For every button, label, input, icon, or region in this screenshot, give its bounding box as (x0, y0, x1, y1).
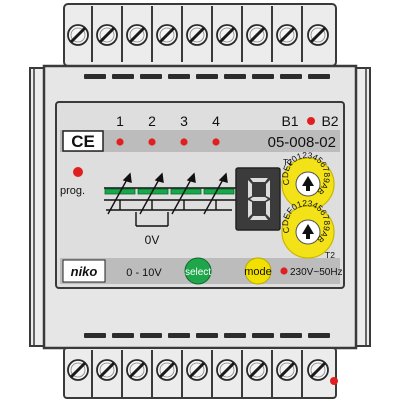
channel-label-4: 4 (212, 113, 220, 129)
niko-logo-box (62, 259, 106, 283)
seven-segment-digit (248, 178, 270, 220)
t2-label: T2 (325, 250, 335, 260)
power-led (280, 267, 288, 275)
channel-led-1 (116, 138, 124, 146)
prog-label: prog. (60, 185, 85, 197)
model-number: 05-008-02 (268, 134, 336, 151)
model-label-strip (60, 130, 340, 152)
bottom-vent-slots (84, 333, 330, 338)
ce-mark: CE (71, 132, 95, 151)
voltage-range-label: 0 - 10V (126, 267, 162, 279)
bottom-screw-6[interactable] (216, 359, 238, 381)
prog-led (73, 167, 83, 177)
top-screw-6[interactable] (216, 24, 238, 46)
potentiometer-arrows (107, 172, 228, 215)
top-screw-9[interactable] (307, 24, 329, 46)
bottom-screw-7[interactable] (246, 359, 268, 381)
zero-volt-label: 0V (145, 233, 160, 247)
mode-button-label: mode (244, 266, 272, 278)
front-panel: CE 05-008-02 1 2 3 4 B1 B2 prog. (55, 101, 345, 289)
select-button[interactable] (184, 257, 212, 285)
potentiometer-group (104, 187, 236, 227)
select-button-label: select (185, 267, 211, 278)
top-screw-1[interactable] (67, 24, 89, 46)
channel-label-1: 1 (116, 113, 124, 129)
niko-logo: niko (71, 264, 98, 279)
top-screw-2[interactable] (96, 24, 118, 46)
bottom-screw-9[interactable] (307, 359, 329, 381)
top-screw-5[interactable] (186, 24, 208, 46)
supply-label: 230V~50Hz (290, 267, 343, 278)
b-status-led (307, 117, 315, 125)
bottom-screw-terminals (67, 359, 329, 381)
rotary-switch-t1[interactable]: CDEF0123456789AB T1 (280, 150, 335, 211)
pot-slider-4 (203, 188, 235, 195)
bottom-screw-2[interactable] (96, 359, 118, 381)
bottom-screw-3[interactable] (126, 359, 148, 381)
mode-button[interactable] (244, 257, 272, 285)
top-screw-8[interactable] (276, 24, 298, 46)
top-screw-7[interactable] (246, 24, 268, 46)
b2-label: B2 (321, 113, 338, 129)
ce-mark-box (62, 130, 104, 152)
top-screw-terminals (67, 24, 329, 46)
top-vent-slots (84, 74, 330, 79)
bottom-screw-4[interactable] (156, 359, 178, 381)
channel-label-2: 2 (148, 113, 156, 129)
channel-led-2 (148, 138, 156, 146)
bottom-screw-8[interactable] (276, 359, 298, 381)
channel-led-3 (180, 138, 188, 146)
b1-label: B1 (281, 113, 298, 129)
bottom-screw-5[interactable] (186, 359, 208, 381)
channel-led-4 (212, 138, 220, 146)
top-screw-4[interactable] (156, 24, 178, 46)
bottom-screw-1[interactable] (67, 359, 89, 381)
t1-label: T1 (283, 157, 293, 167)
channel-label-3: 3 (180, 113, 188, 129)
corner-indicator-led (330, 377, 338, 385)
top-screw-3[interactable] (126, 24, 148, 46)
